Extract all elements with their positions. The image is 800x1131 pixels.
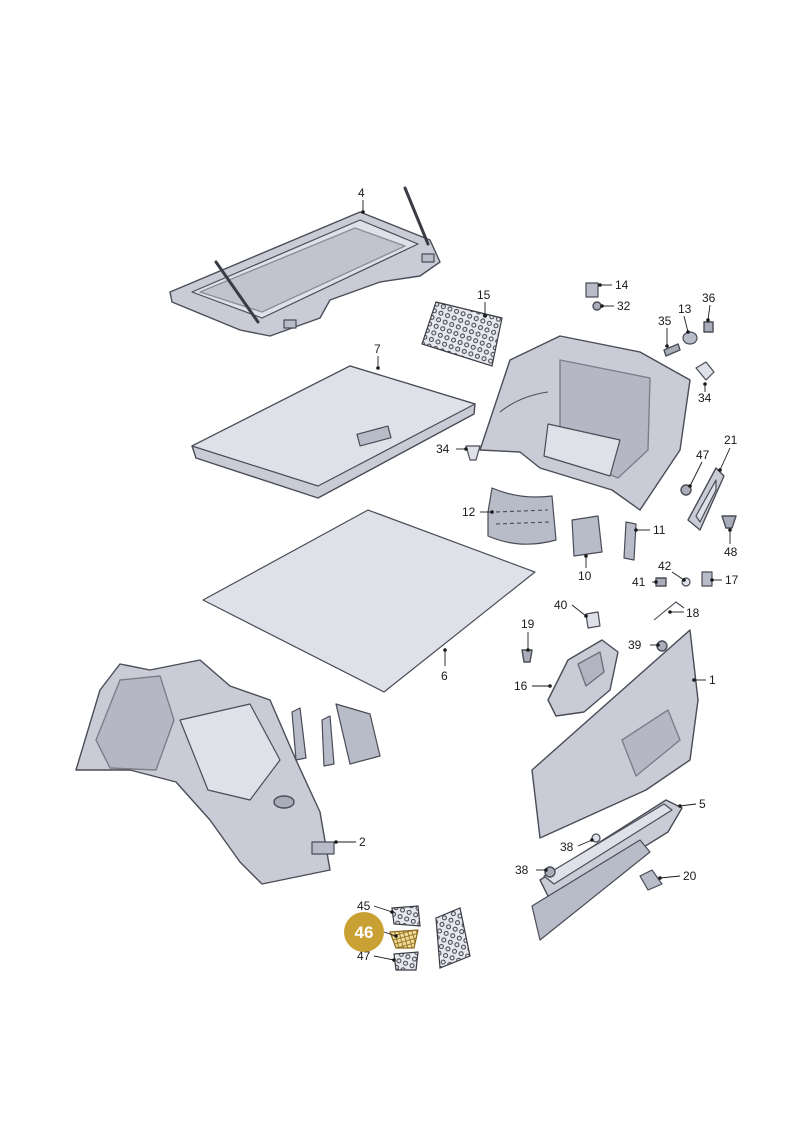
- loading-floor-panel[interactable]: [191, 365, 476, 499]
- net-47[interactable]: [393, 951, 419, 971]
- trim-piece-21[interactable]: [687, 467, 725, 531]
- luggage-net[interactable]: [421, 301, 503, 367]
- clip-36[interactable]: [703, 321, 714, 333]
- lower-sill-strip[interactable]: [531, 839, 651, 941]
- cap-17[interactable]: [701, 571, 713, 587]
- left-side-trim[interactable]: [75, 659, 335, 885]
- callout-5: 5: [699, 797, 706, 811]
- perforated-guard[interactable]: [487, 487, 557, 545]
- bracket-10[interactable]: [571, 515, 603, 557]
- net-46[interactable]: [389, 929, 419, 949]
- callout-39: 39: [628, 638, 642, 652]
- storage-bag[interactable]: [435, 907, 471, 969]
- callout-47-bottom: 47: [357, 949, 371, 963]
- tailgate-trim-panel[interactable]: [531, 629, 699, 839]
- callout-2: 2: [359, 835, 366, 849]
- clip-40[interactable]: [585, 611, 601, 629]
- bolt-35[interactable]: [663, 343, 681, 357]
- callout-42: 42: [658, 559, 672, 573]
- callout-38-right: 38: [560, 840, 574, 854]
- callout-1: 1: [709, 673, 716, 687]
- clip-14[interactable]: [585, 282, 599, 298]
- left-bracket-a[interactable]: [291, 707, 307, 761]
- net-45[interactable]: [391, 905, 421, 927]
- callout-21: 21: [724, 433, 738, 447]
- callout-11: 11: [653, 523, 666, 537]
- left-bracket-b[interactable]: [321, 715, 335, 767]
- badge-46-label: 46: [355, 923, 374, 942]
- nut-32[interactable]: [592, 301, 602, 311]
- callout-34-left: 34: [436, 442, 450, 456]
- highlight-badge-46[interactable]: 46: [344, 912, 384, 952]
- cover-16[interactable]: [547, 639, 619, 717]
- callout-41: 41: [632, 575, 646, 589]
- right-side-trim-upper[interactable]: [479, 335, 691, 511]
- callout-47-top: 47: [696, 448, 710, 462]
- cap-20[interactable]: [639, 869, 663, 891]
- clip-34-top[interactable]: [695, 361, 715, 381]
- bolt-19[interactable]: [521, 649, 533, 663]
- clip-34-left[interactable]: [465, 445, 481, 461]
- callout-6: 6: [441, 669, 448, 683]
- bracket-11[interactable]: [623, 521, 637, 561]
- callout-18: 18: [686, 606, 700, 620]
- callout-32: 32: [617, 299, 631, 313]
- callout-12: 12: [462, 505, 476, 519]
- callout-14: 14: [615, 278, 629, 292]
- callout-19: 19: [521, 617, 535, 631]
- clip-48[interactable]: [721, 515, 737, 529]
- callout-48: 48: [724, 545, 738, 559]
- callout-10: 10: [578, 569, 592, 583]
- leader-lines: [334, 200, 732, 962]
- left-cover-piece[interactable]: [335, 703, 381, 765]
- callout-36: 36: [702, 291, 716, 305]
- callout-38-left: 38: [515, 863, 529, 877]
- grommet-13[interactable]: [682, 331, 698, 345]
- floor-covering-mat[interactable]: [202, 509, 536, 693]
- callout-13: 13: [678, 302, 692, 316]
- callout-17: 17: [725, 573, 739, 587]
- callout-35: 35: [658, 314, 672, 328]
- callout-15: 15: [477, 288, 491, 302]
- callout-34-top: 34: [698, 391, 712, 405]
- callout-7: 7: [374, 342, 381, 356]
- callout-16: 16: [514, 679, 528, 693]
- parcel-shelf[interactable]: [169, 186, 441, 337]
- callout-20: 20: [683, 869, 697, 883]
- callout-4: 4: [358, 186, 365, 200]
- hook-18[interactable]: [653, 601, 685, 621]
- callout-45: 45: [357, 899, 371, 913]
- clip-38-right[interactable]: [591, 833, 601, 843]
- screw-47-top[interactable]: [680, 484, 692, 496]
- callout-40: 40: [554, 598, 568, 612]
